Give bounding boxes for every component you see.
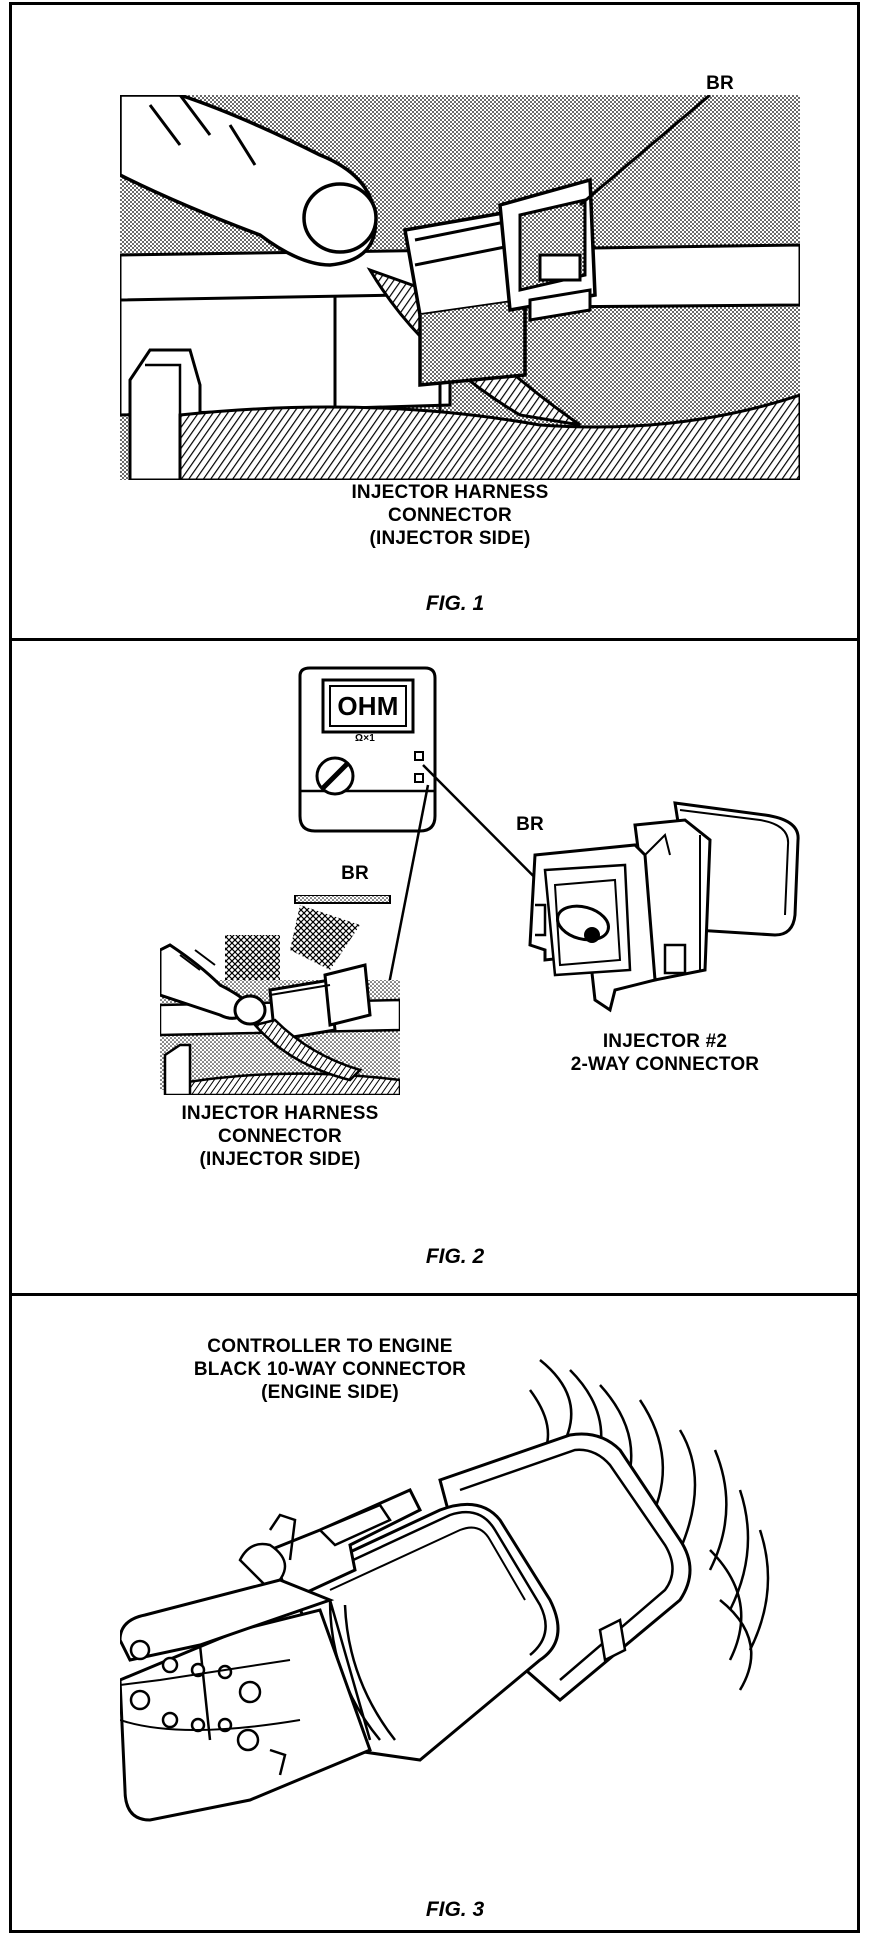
fig1-br-label: BR	[706, 73, 734, 94]
fig2-harness-illustration	[160, 895, 400, 1095]
fig2-br-left-label: BR	[341, 863, 369, 884]
page-frame	[9, 2, 860, 1933]
figure-divider-1	[9, 638, 860, 641]
fig1-caption: FIG. 1	[425, 592, 485, 615]
fig3-caption: FIG. 3	[425, 1898, 485, 1921]
fig1-connector-label: INJECTOR HARNESS CONNECTOR (INJECTOR SID…	[351, 482, 549, 549]
fig2-caption: FIG. 2	[425, 1245, 485, 1268]
fig3-controller-label: CONTROLLER TO ENGINE BLACK 10-WAY CONNEC…	[193, 1336, 467, 1403]
injector-2way-connector-illustration	[528, 801, 800, 1013]
ohmmeter-display: OHM	[337, 691, 399, 721]
ohmmeter-range-label: Ω×1	[354, 733, 376, 744]
fig2-harness-label: INJECTOR HARNESS CONNECTOR (INJECTOR SID…	[181, 1103, 379, 1170]
fig2-br-right-label: BR	[516, 814, 544, 835]
fig3-connector-illustration	[120, 1359, 770, 1822]
ohmmeter-illustration	[298, 666, 437, 833]
fig1-illustration	[120, 95, 800, 480]
figure-divider-2	[9, 1293, 860, 1296]
fig2-injector-label: INJECTOR #2 2-WAY CONNECTOR	[570, 1031, 760, 1075]
